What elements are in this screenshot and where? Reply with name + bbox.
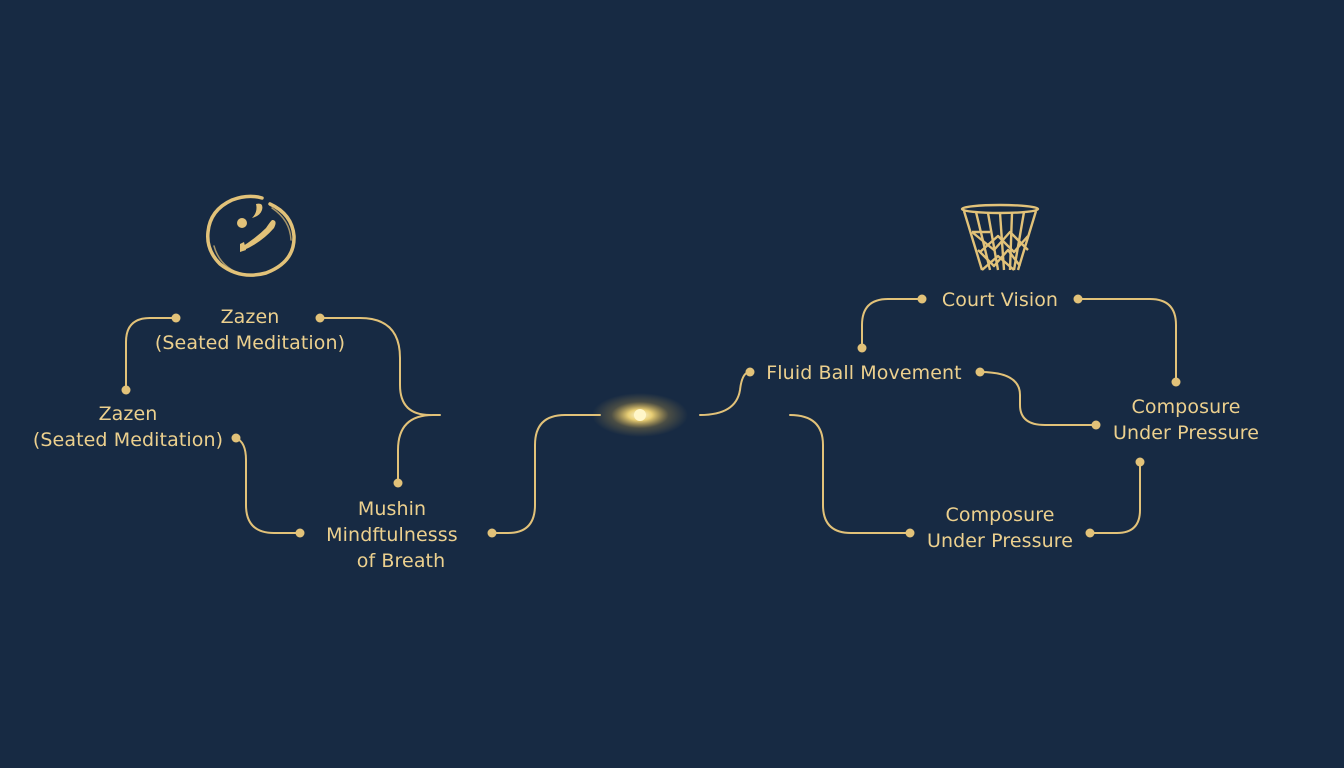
node-zazen-top: Zazen (Seated Meditation)	[155, 304, 345, 356]
basketball-hoop-icon	[960, 203, 1040, 271]
court-vision-right-connector	[1077, 298, 1177, 383]
mushin-top-connector	[397, 414, 441, 484]
node-mushin-line2: Mindftulnesss	[326, 524, 458, 546]
node-composure-right-title: Composure	[1131, 396, 1241, 418]
endpoint-dots	[121, 294, 1181, 538]
node-composure-right-subtitle: Under Pressure	[1112, 422, 1260, 444]
zazen-left-connector	[235, 437, 301, 534]
node-zazen-left-title: Zazen	[98, 403, 158, 425]
zazen-link-connector	[125, 317, 177, 391]
node-fluid-ball-title: Fluid Ball Movement	[766, 362, 962, 384]
node-court-vision-title: Court Vision	[941, 289, 1059, 311]
center-glow-junction	[592, 393, 688, 437]
node-composure-right: Composure Under Pressure	[1113, 394, 1259, 446]
mushin-right-connector	[491, 414, 601, 534]
node-court-vision: Court Vision	[942, 287, 1058, 313]
enso-meditation-icon	[206, 194, 296, 277]
fluid-ball-right-connector	[979, 371, 1097, 426]
node-mushin-title: Mushin	[357, 498, 427, 520]
node-fluid-ball-movement: Fluid Ball Movement	[766, 360, 961, 386]
fluid-ball-connector	[699, 371, 751, 416]
node-mushin: Mushin Mindftulnesss of Breath	[326, 496, 458, 574]
node-zazen-top-title: Zazen	[220, 306, 280, 328]
node-zazen-top-subtitle: (Seated Meditation)	[154, 332, 346, 354]
composure-bottom-connector	[789, 414, 911, 534]
court-vision-left-connector	[861, 298, 923, 349]
composure-link-connector	[1089, 461, 1141, 534]
zazen-top-connector	[319, 317, 431, 416]
node-zazen-left: Zazen (Seated Meditation)	[33, 401, 223, 453]
node-zazen-left-subtitle: (Seated Meditation)	[32, 429, 224, 451]
node-composure-bottom-title: Composure	[945, 504, 1055, 526]
node-mushin-line3: of Breath	[356, 550, 446, 572]
node-composure-bottom: Composure Under Pressure	[927, 502, 1073, 554]
node-composure-bottom-subtitle: Under Pressure	[926, 530, 1074, 552]
